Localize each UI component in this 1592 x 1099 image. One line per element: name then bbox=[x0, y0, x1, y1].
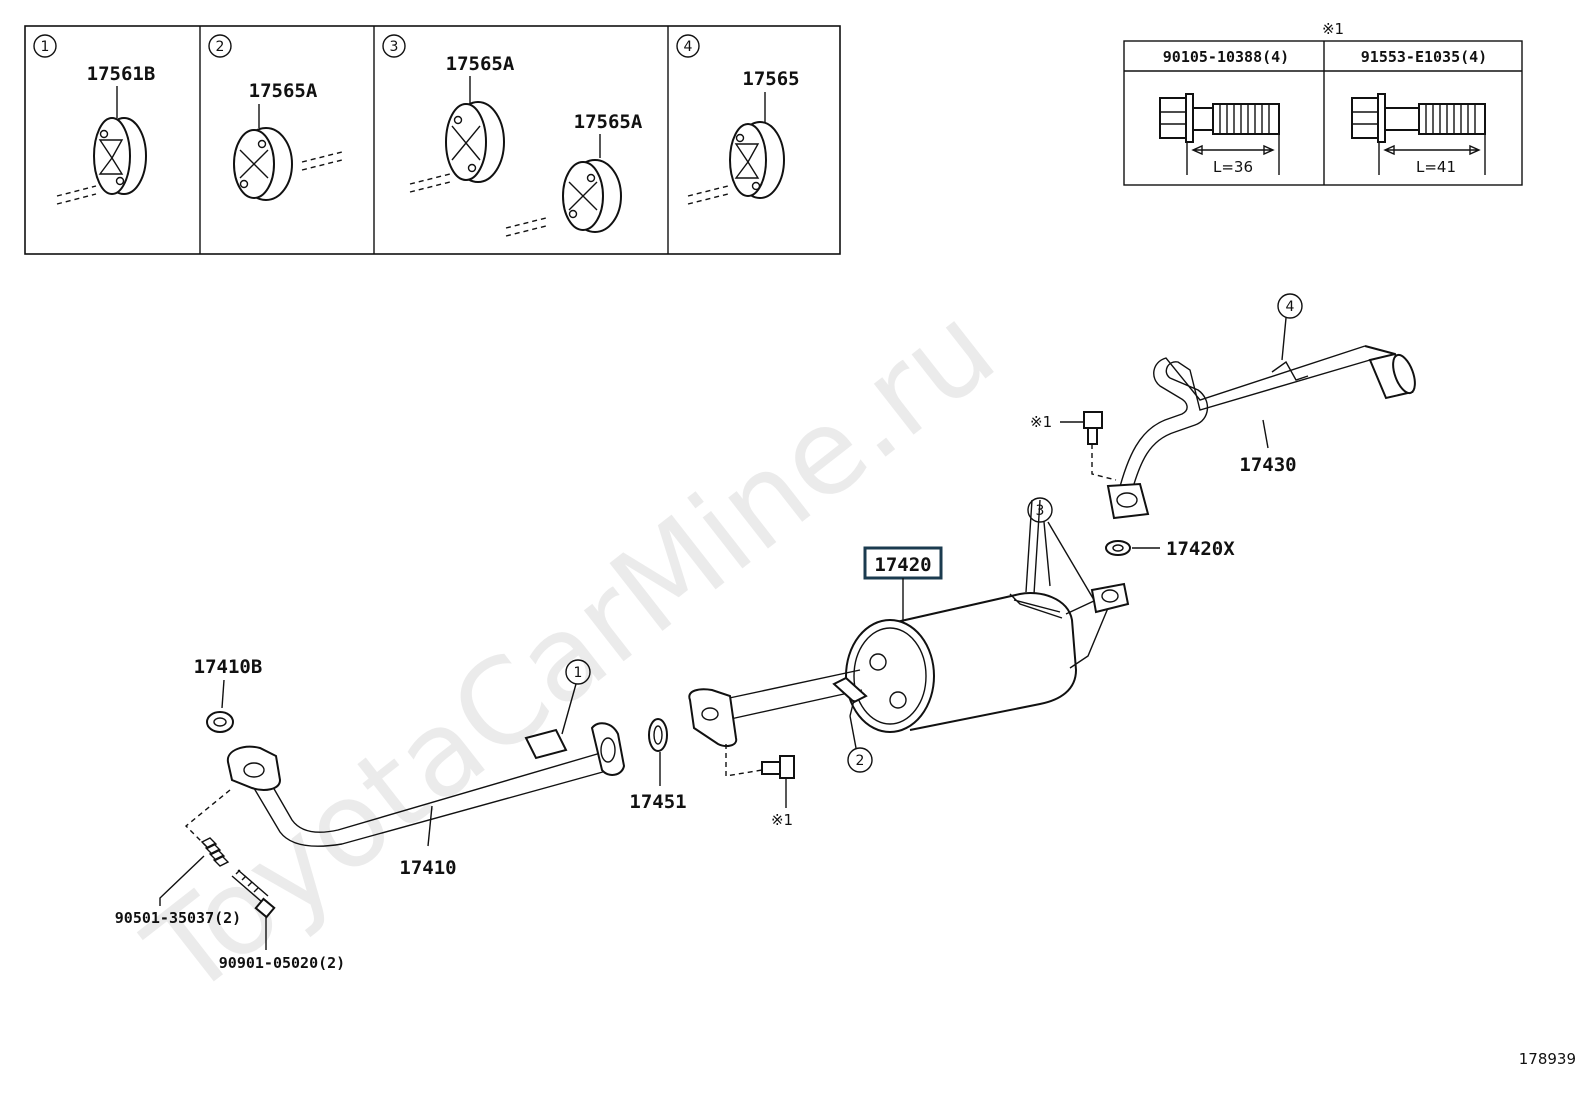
spring-90501[interactable]: 90501-35037(2) bbox=[115, 837, 241, 927]
flange-bolt-icon bbox=[1351, 93, 1486, 143]
part-label-17565a: 17565A bbox=[446, 53, 515, 75]
part-label-17565a: 17565A bbox=[574, 111, 643, 133]
compression-spring-icon bbox=[200, 837, 230, 867]
bolt-icon bbox=[761, 755, 795, 779]
part-label-17565: 17565 bbox=[742, 68, 799, 90]
insulator-icon bbox=[93, 117, 147, 195]
inset-3[interactable]: 3 17565A 17565A bbox=[382, 34, 643, 237]
part-label-17430: 17430 bbox=[1239, 454, 1296, 476]
ref-mark: ※1 bbox=[771, 811, 793, 829]
part-label-17565a: 17565A bbox=[249, 80, 318, 102]
bolt-icon bbox=[1083, 411, 1103, 445]
front-pipe-17410[interactable]: 17410 bbox=[226, 722, 626, 879]
figure-id: 178939 bbox=[1519, 1050, 1576, 1068]
svg-text:4: 4 bbox=[1286, 299, 1295, 315]
insulator-icon bbox=[729, 121, 785, 199]
inset-index: 2 bbox=[216, 39, 225, 55]
inset-index: 4 bbox=[684, 39, 693, 55]
svg-text:2: 2 bbox=[856, 753, 865, 769]
muffler-17420[interactable]: 17420 bbox=[688, 499, 1130, 747]
svg-text:1: 1 bbox=[574, 665, 583, 681]
insulator-icon bbox=[445, 101, 505, 183]
bolt-90901[interactable]: 90901-05020(2) bbox=[219, 869, 345, 972]
svg-text:3: 3 bbox=[1036, 503, 1045, 519]
bolt-column-1[interactable]: 90105-10388(4) L=36 bbox=[1159, 48, 1289, 176]
part-label-90501: 90501-35037(2) bbox=[115, 909, 241, 927]
table-mark: ※1 bbox=[1322, 20, 1344, 38]
tail-pipe-17430[interactable]: 17430 bbox=[1106, 345, 1419, 520]
callout-1: 1 bbox=[561, 659, 591, 735]
bolt-spec-table: ※1 90105-10388(4) L=36 91553-E1035(4) bbox=[1123, 20, 1523, 186]
inset-2[interactable]: 2 17565A bbox=[208, 34, 343, 201]
insulator-inset-panel: 1 17561B 2 17565A bbox=[24, 25, 841, 255]
callout-4: 4 bbox=[1277, 293, 1303, 361]
callout-3: 3 bbox=[1027, 497, 1095, 601]
part-label-17410: 17410 bbox=[399, 857, 456, 879]
insulator-icon bbox=[233, 127, 293, 201]
bolt-part-number: 91553-E1035(4) bbox=[1361, 48, 1487, 66]
part-label-17451: 17451 bbox=[629, 791, 686, 813]
part-label-17420: 17420 bbox=[874, 554, 931, 576]
part-label-17561b: 17561B bbox=[87, 63, 156, 85]
inset-4[interactable]: 4 17565 bbox=[676, 34, 800, 205]
inset-index: 3 bbox=[390, 39, 399, 55]
gasket-17420x[interactable]: 17420X bbox=[1105, 538, 1235, 560]
bolt-length: L=41 bbox=[1416, 158, 1456, 176]
part-label-17410b: 17410B bbox=[194, 656, 263, 678]
bolt-part-number: 90105-10388(4) bbox=[1163, 48, 1289, 66]
callout-2: 2 bbox=[847, 715, 873, 773]
inset-1[interactable]: 1 17561B bbox=[33, 34, 156, 205]
inset-index: 1 bbox=[41, 39, 50, 55]
insulator-icon bbox=[562, 159, 622, 233]
bolt-length: L=36 bbox=[1213, 158, 1253, 176]
assembly-guide-line bbox=[184, 789, 231, 847]
flange-bolt-icon bbox=[1159, 93, 1280, 143]
bolt-ref-top[interactable]: ※1 bbox=[1030, 411, 1117, 481]
bolt-ref-bottom[interactable]: ※1 bbox=[725, 744, 795, 829]
stud-bolt-icon bbox=[231, 869, 276, 919]
gasket-17451[interactable]: 17451 bbox=[629, 718, 687, 813]
gasket-17410b[interactable]: 17410B bbox=[194, 656, 263, 733]
bolt-column-2[interactable]: 91553-E1035(4) L=41 bbox=[1351, 48, 1487, 176]
part-label-17420x: 17420X bbox=[1166, 538, 1235, 560]
part-label-90901: 90901-05020(2) bbox=[219, 954, 345, 972]
ref-mark: ※1 bbox=[1030, 413, 1052, 431]
